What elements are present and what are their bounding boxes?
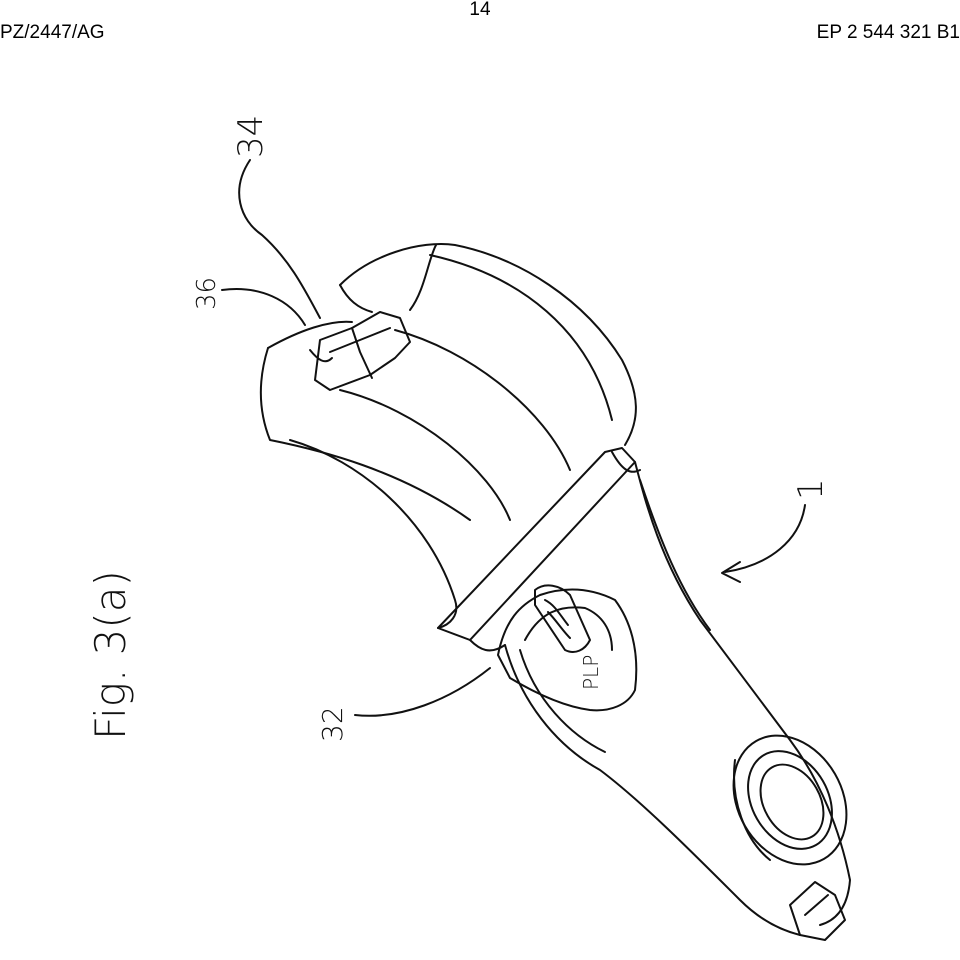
embossed-logo: PLP <box>579 655 603 690</box>
leader-34 <box>238 159 321 319</box>
label-32: 32 <box>316 706 349 742</box>
hood-inner-curve-2 <box>394 329 571 471</box>
page-number: 14 <box>469 0 491 20</box>
leader-36 <box>221 288 306 326</box>
hood-seam <box>409 244 437 311</box>
patent-number: EP 2 544 321 B1 <box>816 22 960 43</box>
neck-flange <box>437 447 636 641</box>
logo-pad <box>497 588 638 712</box>
leader-1 <box>724 504 806 573</box>
hood-lower-edge <box>259 347 471 521</box>
label-34: 34 <box>231 115 271 158</box>
document-reference: PZ/2447/AG <box>0 22 105 43</box>
label-1: 1 <box>791 478 831 500</box>
end-clip <box>789 881 846 941</box>
figure-caption: Fig. 3(a) <box>86 570 135 740</box>
hood-outline <box>339 243 637 446</box>
hood-inner-edge <box>267 320 353 349</box>
leader-32 <box>354 667 491 717</box>
arrow-head-1 <box>721 561 741 583</box>
label-36: 36 <box>192 277 222 310</box>
catch-36 <box>314 311 411 391</box>
hood-rim-front <box>339 284 373 313</box>
handle-lower-edge <box>504 644 801 936</box>
handle-upper-edge <box>634 461 851 926</box>
slot-32 <box>534 584 591 653</box>
hood-side-curve <box>429 254 613 421</box>
hood-inner-curve-1 <box>339 389 511 521</box>
hood-bottom-curve <box>289 439 458 629</box>
